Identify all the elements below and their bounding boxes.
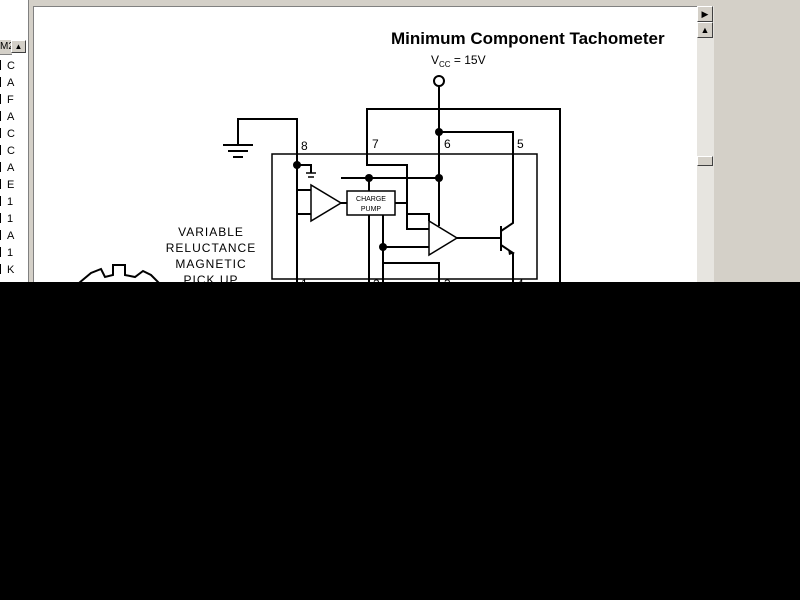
pin-3-label: 3	[444, 277, 451, 282]
pin-5-label: 5	[517, 137, 524, 151]
tree-item[interactable]: E	[0, 177, 26, 193]
scroll-up-button[interactable]: ▲	[697, 22, 713, 38]
tree-item-label: C	[7, 60, 15, 72]
tree-branch-icon	[0, 179, 4, 189]
tree-item[interactable]: C	[0, 143, 26, 159]
tree-item-label: 1	[7, 213, 14, 225]
tree-item[interactable]: A	[0, 228, 26, 244]
tree-item[interactable]: F	[0, 92, 26, 108]
pin-1-label: 1	[301, 277, 308, 282]
tree-item-label: A	[7, 77, 15, 89]
content-vertical-scrollbar[interactable]: ▲	[697, 6, 714, 282]
tree-item-label: 1	[7, 196, 14, 208]
junction-dots	[293, 128, 443, 251]
window-background	[714, 0, 800, 282]
pin-2-label: 2	[373, 277, 380, 282]
tachometer-schematic: Minimum Component Tachometer VCC = 15V 8…	[78, 29, 665, 282]
triangle-right-icon: ▶	[701, 9, 709, 19]
pickup-label-2: RELUCTANCE	[166, 241, 256, 255]
tree-branch-icon	[0, 77, 4, 87]
tree-branch-icon	[0, 162, 4, 172]
tree-branch-icon	[0, 247, 4, 257]
charge-pump-label-1: CHARGE	[356, 196, 386, 203]
tree-item[interactable]: 1	[0, 245, 26, 261]
schematic-title: Minimum Component Tachometer	[391, 29, 665, 48]
navigation-header: M2	[0, 40, 14, 55]
scroll-thumb[interactable]	[697, 156, 713, 166]
pickup-label-1: VARIABLE	[178, 225, 244, 239]
tree-branch-icon	[0, 128, 4, 138]
vcc-label: VCC = 15V	[431, 53, 486, 69]
tree-branch-icon	[0, 94, 4, 104]
pin-8-label: 8	[301, 139, 308, 153]
tree-branch-icon	[0, 60, 4, 70]
tree-item[interactable]: A	[0, 160, 26, 176]
navigation-scroll-up-button[interactable]: ▲	[11, 40, 26, 53]
tree-item[interactable]: K	[0, 262, 26, 278]
tree-branch-icon	[0, 230, 4, 240]
tree-item[interactable]: 1	[0, 211, 26, 227]
tree-item[interactable]: A	[0, 75, 26, 91]
tree-item[interactable]: C	[0, 58, 26, 74]
tree-item-label: A	[7, 111, 15, 123]
pickup-label-4: PICK UP	[183, 273, 238, 282]
tree-item[interactable]: 1	[0, 194, 26, 210]
tree-item-label: C	[7, 145, 15, 157]
tree-item-label: A	[7, 230, 15, 242]
pickup-label-3: MAGNETIC	[175, 257, 246, 271]
tree-branch-icon	[0, 145, 4, 155]
charge-pump-label-2: PUMP	[361, 206, 382, 213]
tree-item-label: A	[7, 162, 15, 174]
tree-branch-icon	[0, 264, 4, 274]
pin-4-label: 4	[517, 277, 524, 282]
scroll-right-button-face: ▶	[697, 6, 713, 22]
pin-7-label: 7	[372, 137, 379, 151]
tree-branch-icon	[0, 213, 4, 223]
tree-item-label: K	[7, 264, 15, 276]
tree-branch-icon	[0, 111, 4, 121]
tree-item-label: C	[7, 128, 15, 140]
tree-item-label: F	[7, 94, 14, 106]
vcc-terminal	[433, 75, 445, 87]
tree-item[interactable]: A	[0, 109, 26, 125]
tree-item-label: E	[7, 179, 15, 191]
pin-6-label: 6	[444, 137, 451, 151]
triangle-up-icon: ▲	[14, 42, 23, 51]
triangle-up-icon: ▲	[700, 25, 710, 35]
tree-item-label: 1	[7, 247, 14, 259]
document-content-pane: Minimum Component Tachometer VCC = 15V 8…	[33, 6, 698, 282]
horizontal-scroll-right-button[interactable]: ▶	[697, 6, 714, 22]
tree-item[interactable]: C	[0, 126, 26, 142]
tree-branch-icon	[0, 196, 4, 206]
